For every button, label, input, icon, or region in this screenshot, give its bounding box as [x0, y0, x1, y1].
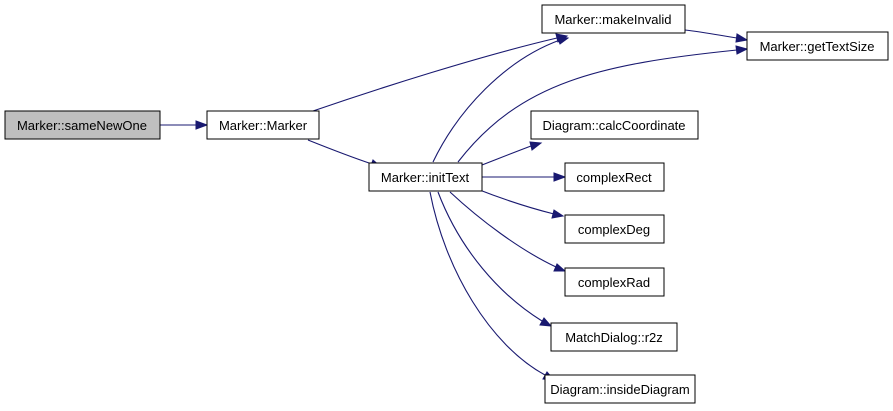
node-marker-marker[interactable]: Marker::Marker — [206, 110, 320, 140]
node-marker-makeinvalid[interactable]: Marker::makeInvalid — [541, 4, 686, 34]
node-diagram-insidediagram[interactable]: Diagram::insideDiagram — [544, 374, 696, 404]
node-complexdeg-label: complexDeg — [578, 222, 650, 237]
edge-inittext-to-gettextsize — [457, 45, 749, 163]
node-marker-marker-label: Marker::Marker — [219, 118, 308, 133]
node-matchdialog-r2z-label: MatchDialog::r2z — [565, 330, 663, 345]
node-marker-samenewone-box — [4, 110, 161, 140]
edge-inittext-to-r2z — [437, 191, 553, 327]
edge-inittext-to-complexdeg — [476, 188, 565, 219]
node-marker-inittext[interactable]: Marker::initText — [368, 162, 483, 192]
edge-inittext-to-complexrect — [482, 172, 567, 182]
node-diagram-insidediagram-box — [544, 374, 696, 404]
node-marker-samenewone[interactable]: Marker::sameNewOne — [4, 110, 161, 140]
edge-inittext-to-insidediagram — [429, 191, 556, 381]
node-diagram-calccoordinate-box — [530, 110, 699, 140]
edge-makeinvalid-to-gettextsize — [684, 29, 749, 43]
node-matchdialog-r2z-box — [550, 322, 678, 352]
edge-inittext-to-calccoordinate — [481, 141, 543, 166]
node-marker-makeinvalid-label: Marker::makeInvalid — [554, 12, 671, 27]
node-complexrad[interactable]: complexRad — [564, 267, 665, 297]
edge-samenewone-to-marker — [160, 120, 209, 130]
node-marker-samenewone-label: Marker::sameNewOne — [17, 118, 147, 133]
node-complexrad-label: complexRad — [578, 275, 650, 290]
node-diagram-calccoordinate-label: Diagram::calcCoordinate — [542, 118, 685, 133]
edge-inittext-to-complexrad — [449, 191, 567, 272]
node-diagram-calccoordinate[interactable]: Diagram::calcCoordinate — [530, 110, 699, 140]
node-marker-gettextsize[interactable]: Marker::getTextSize — [746, 31, 889, 61]
node-complexrad-box — [564, 267, 665, 297]
node-marker-gettextsize-label: Marker::getTextSize — [760, 39, 875, 54]
node-complexdeg[interactable]: complexDeg — [564, 214, 665, 244]
node-complexdeg-box — [564, 214, 665, 244]
node-diagram-insidediagram-label: Diagram::insideDiagram — [550, 382, 689, 397]
node-marker-marker-box — [206, 110, 320, 140]
node-complexrect-box — [564, 162, 665, 192]
node-marker-inittext-label: Marker::initText — [381, 170, 470, 185]
node-marker-inittext-box — [368, 162, 483, 192]
node-marker-gettextsize-box — [746, 31, 889, 61]
node-marker-makeinvalid-box — [541, 4, 686, 34]
node-complexrect-label: complexRect — [576, 170, 652, 185]
node-matchdialog-r2z[interactable]: MatchDialog::r2z — [550, 322, 678, 352]
node-complexrect[interactable]: complexRect — [564, 162, 665, 192]
edge-inittext-to-makeinvalid — [432, 35, 570, 163]
